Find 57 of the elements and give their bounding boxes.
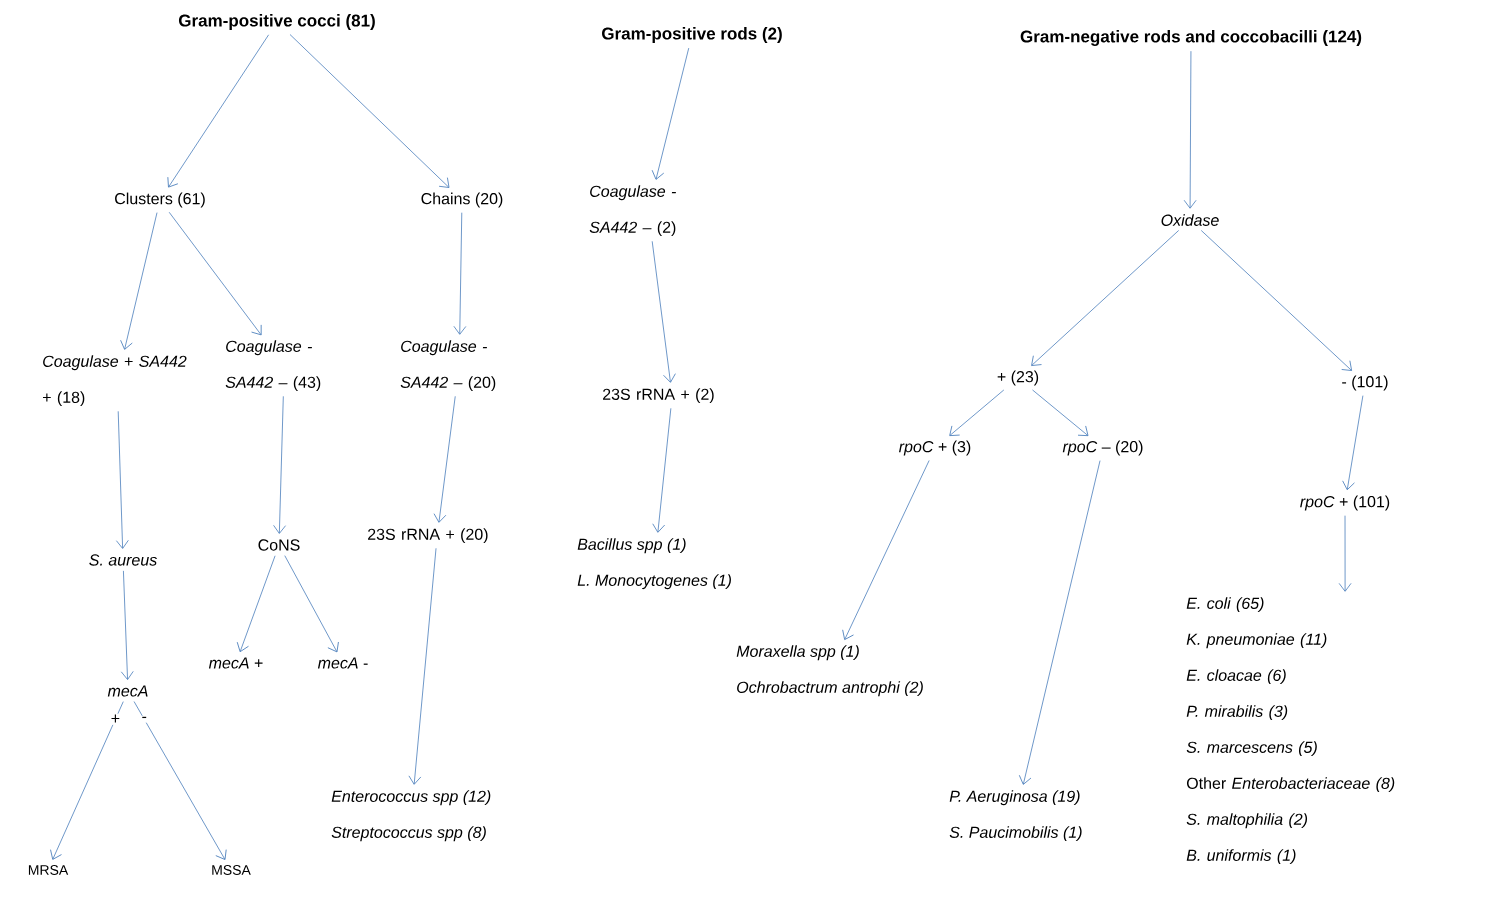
arrow bbox=[289, 34, 450, 188]
edge-label: + bbox=[109, 713, 122, 725]
species-list: E. coli (65) K. pneumoniae (11) E. cloacae (6) P. mirabilis (3) S. marcescens (5) Other Enterobacteriaceae (8) S. maltophilia (2) B. uniformis (1) bbox=[1186, 597, 1395, 865]
arrow bbox=[1183, 50, 1197, 209]
heading: Gram-positive rods (2) bbox=[602, 27, 782, 43]
label-text: mecA + bbox=[208, 657, 263, 669]
arrow bbox=[1032, 389, 1089, 437]
arrow bbox=[120, 212, 158, 350]
arrow bbox=[50, 701, 124, 860]
species-list: P. Aeruginosa (19) S. Paucimobilis (1) bbox=[949, 790, 1082, 842]
label-text: rpoC + (3) bbox=[899, 440, 971, 456]
label-text: rpoC – (20) bbox=[1062, 440, 1143, 456]
arrow bbox=[651, 47, 690, 180]
arrow bbox=[1200, 230, 1353, 371]
arrow bbox=[133, 701, 227, 860]
heading: Gram-negative rods and coccobacilli (124) bbox=[1020, 30, 1362, 46]
arrow bbox=[1018, 460, 1101, 785]
label-text: mecA bbox=[107, 685, 148, 697]
label-text: Coagulase + SA442 + (18) bbox=[43, 355, 187, 407]
label-text: rpoC + (101) bbox=[1300, 495, 1390, 511]
arrow bbox=[651, 240, 676, 383]
arrow bbox=[168, 211, 262, 336]
arrow bbox=[284, 555, 339, 653]
arrow bbox=[1342, 395, 1364, 491]
arrow bbox=[115, 410, 129, 549]
species-list: Bacillus spp (1) L. Monocytogenes (1) bbox=[577, 538, 731, 590]
arrow bbox=[433, 395, 456, 523]
label-text: + (23) bbox=[997, 370, 1039, 386]
label-text: Oxidase bbox=[1161, 214, 1219, 226]
arrow bbox=[453, 212, 467, 335]
label-text: Coagulase - SA442 – (43) bbox=[225, 340, 321, 392]
label-text: Clusters (61) bbox=[115, 192, 205, 208]
edge-label: - bbox=[140, 715, 148, 723]
label-text: Coagulase - SA442 – (20) bbox=[400, 340, 496, 392]
label-text: MSSA bbox=[212, 865, 251, 875]
label-text: - (101) bbox=[1342, 375, 1388, 391]
label-text: S. aureus bbox=[89, 554, 157, 566]
arrow bbox=[652, 407, 672, 533]
label-text: MRSA bbox=[28, 865, 69, 875]
label-text: Coagulase - SA442 – (2) bbox=[589, 185, 676, 237]
arrow bbox=[1338, 515, 1352, 592]
species-list: Moraxella spp (1) Ochrobactrum antrophi (2) bbox=[736, 645, 923, 697]
arrow bbox=[120, 570, 134, 680]
arrow bbox=[167, 34, 269, 188]
label-text: 23S rRNA + (2) bbox=[603, 388, 714, 404]
arrow bbox=[842, 460, 930, 640]
arrow bbox=[273, 395, 286, 534]
label-text: Chains (20) bbox=[421, 192, 503, 208]
species-list: Enterococcus spp (12) Streptococcus spp (8) bbox=[331, 790, 491, 842]
label-text: CoNS bbox=[258, 539, 300, 551]
arrow bbox=[236, 555, 276, 653]
label-text: mecA - bbox=[317, 657, 368, 669]
arrow bbox=[1031, 230, 1180, 366]
label-text: 23S rRNA + (20) bbox=[368, 528, 488, 544]
heading: Gram-positive cocci (81) bbox=[178, 14, 375, 30]
arrow bbox=[408, 547, 437, 785]
arrow bbox=[949, 389, 1005, 437]
